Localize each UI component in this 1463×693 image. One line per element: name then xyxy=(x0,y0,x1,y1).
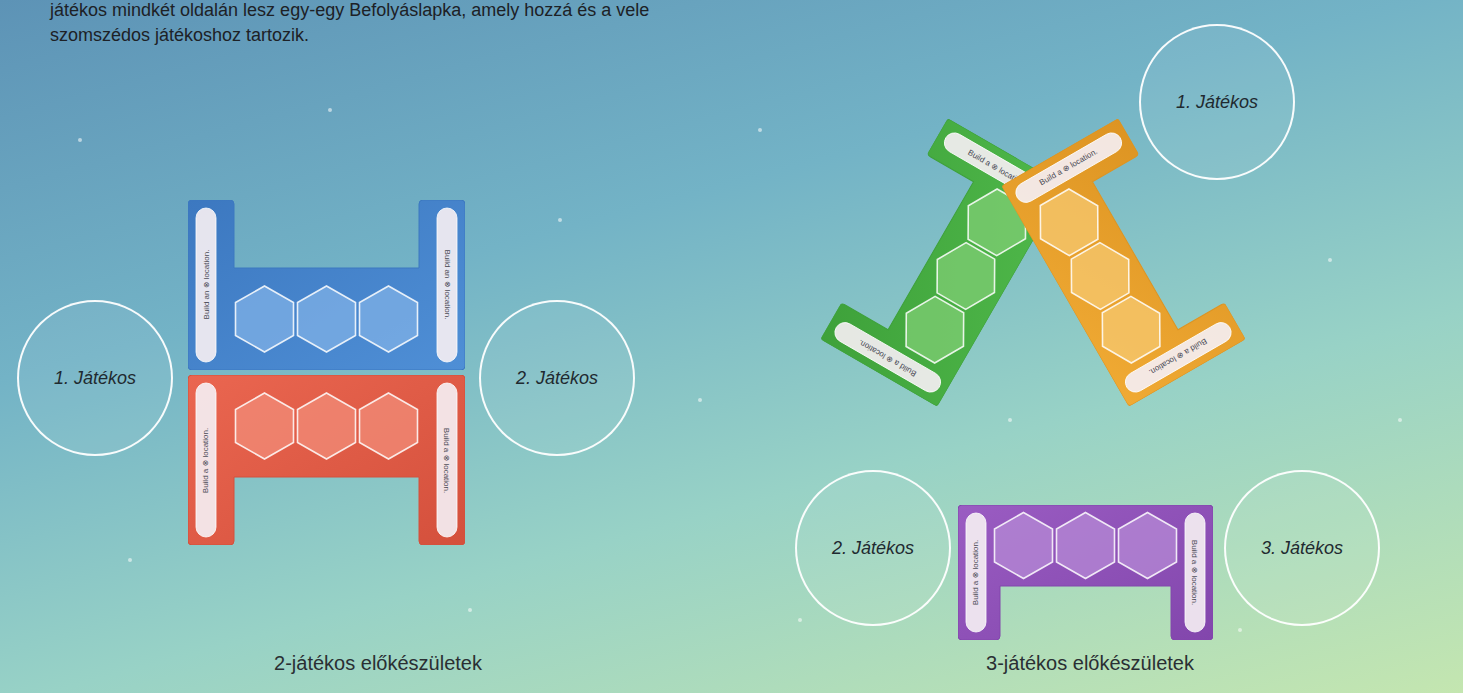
player-label: 1. Játékos xyxy=(54,368,136,389)
influence-tile: Build a ⊗ location. Build a ⊗ location. xyxy=(958,505,1213,640)
player-label: 1. Játékos xyxy=(1176,92,1258,113)
tile-text: Build a ⊗ location. xyxy=(442,427,451,492)
tile-text: Build a ⊗ location. xyxy=(971,539,980,604)
player-circle: 2. Játékos xyxy=(479,300,635,456)
player-label: 3. Játékos xyxy=(1261,538,1343,559)
tile-shape xyxy=(188,200,465,370)
intro-text: játékos mindkét oldalán lesz egy-egy Bef… xyxy=(50,0,710,48)
tile-shape xyxy=(820,118,1064,406)
tile-text: Build a ⊗ location. xyxy=(1190,539,1199,604)
setup-caption: 2-játékos előkészületek xyxy=(168,652,588,675)
player-circle: 3. Játékos xyxy=(1224,470,1380,626)
player-circle: 2. Játékos xyxy=(795,470,951,626)
tile-shape xyxy=(188,375,465,545)
influence-tile: Build an ⊗ location. Build an ⊗ location. xyxy=(188,200,465,370)
tile-text: Build an ⊗ location. xyxy=(201,250,210,320)
tile-text: Build an ⊗ location. xyxy=(442,250,451,320)
player-circle: 1. Játékos xyxy=(1139,24,1295,180)
player-label: 2. Játékos xyxy=(832,538,914,559)
influence-tile: Build a ⊗ location. Build a ⊗ location. xyxy=(188,375,465,545)
player-label: 2. Játékos xyxy=(516,368,598,389)
tile-text: Build a ⊗ location. xyxy=(201,427,210,492)
influence-tile: Build a ⊗ location.Build a ⊗ location. xyxy=(820,118,1064,406)
tile-shape xyxy=(958,505,1213,640)
setup-caption: 3-játékos előkészületek xyxy=(880,652,1300,675)
player-circle: 1. Játékos xyxy=(17,300,173,456)
